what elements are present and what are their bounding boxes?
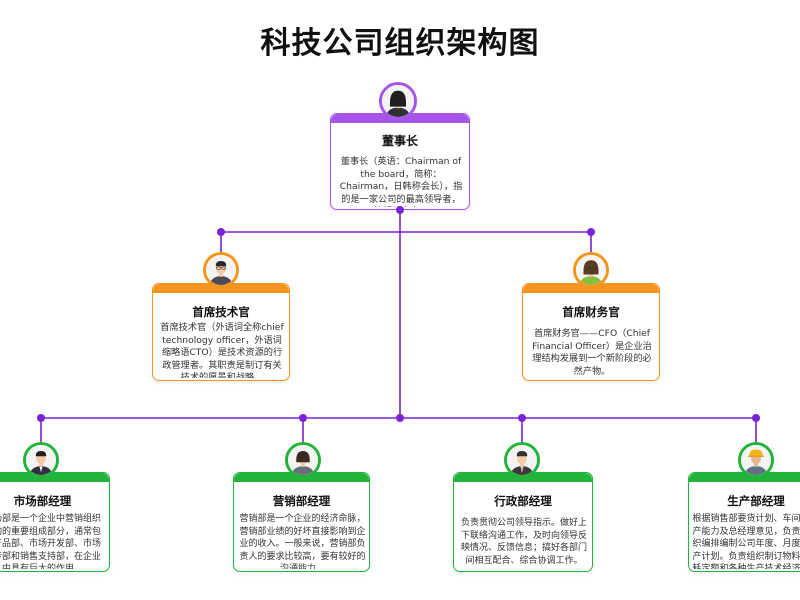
sales-title: 营销部经理 (272, 494, 331, 508)
cfo-description: 首席财务官——CFO（Chief Financial Officer）是企业治理… (532, 328, 652, 377)
cto-description: 首席技术官（外语词全称chief technology officer，外语词缩… (160, 322, 284, 378)
marketing-junction-dot (37, 414, 45, 422)
admin-junction-dot (518, 414, 526, 422)
chairman-junction-dot (396, 206, 404, 214)
production-junction-dot (752, 414, 760, 422)
sales-description: 营销部是一个企业的经济命脉，营销部业绩的好坏直接影响到企业的收入。一般来说，营销… (239, 514, 366, 569)
cfo-card-header-bar (523, 284, 659, 293)
cto-junction-dot (217, 228, 225, 236)
chairman-title: 董事长 (381, 134, 418, 148)
marketing-description: 市场部是一个企业中营销组织架构的重要组成部分，通常包含产品部、市场开发部、市场宣… (0, 514, 101, 569)
production-description: 根据销售部要货计划、车间生产能力及总经理意见，负责组织编排编制公司年度、月度生产… (692, 514, 800, 569)
man-suit-icon (23, 442, 59, 478)
cfo-junction-dot (587, 228, 595, 236)
admin-title: 行政部经理 (494, 494, 552, 508)
production-title: 生产部经理 (727, 494, 785, 508)
man-glasses-icon (203, 252, 239, 288)
marketing-title: 市场部经理 (13, 494, 72, 508)
production-card[interactable]: 生产部经理根据销售部要货计划、车间生产能力及总经理意见，负责组织编排编制公司年度… (688, 472, 800, 572)
man-business-icon (504, 442, 540, 478)
cfo-title: 首席财务官 (562, 305, 620, 319)
worker-helmet-icon (738, 442, 774, 478)
cto-card-header-bar (153, 284, 289, 293)
woman-glasses-icon (573, 252, 609, 288)
sales-card[interactable]: 营销部经理营销部是一个企业的经济命脉，营销部业绩的好坏直接影响到企业的收入。一般… (233, 472, 370, 572)
chairman-card[interactable]: 董事长董事长（英语：Chairman of the board，简称：Chair… (330, 113, 470, 210)
cto-title: 首席技术官 (192, 305, 250, 319)
marketing-card-header-bar (0, 473, 109, 482)
level2-center-junction-dot (396, 414, 404, 422)
cto-card[interactable]: 首席技术官首席技术官（外语词全称chief technology officer… (152, 283, 290, 381)
page-title: 科技公司组织架构图 (260, 26, 540, 61)
woman-short-hair-icon (285, 442, 321, 478)
sales-junction-dot (299, 414, 307, 422)
cfo-card[interactable]: 首席财务官首席财务官——CFO（Chief Financial Officer）… (522, 283, 660, 381)
marketing-card[interactable]: 市场部经理市场部是一个企业中营销组织架构的重要组成部分，通常包含产品部、市场开发… (0, 472, 110, 572)
admin-card[interactable]: 行政部经理负责贯彻公司领导指示。做好上下联络沟通工作，及时向领导反映情况、反馈信… (453, 472, 593, 572)
woman-dark-hair-icon (379, 82, 417, 120)
admin-description: 负责贯彻公司领导指示。做好上下联络沟通工作，及时向领导反映情况、反馈信息；搞好各… (460, 518, 587, 566)
production-card-header-bar (689, 473, 800, 482)
chairman-description: 董事长（英语：Chairman of the board，简称：Chairman… (339, 156, 463, 207)
